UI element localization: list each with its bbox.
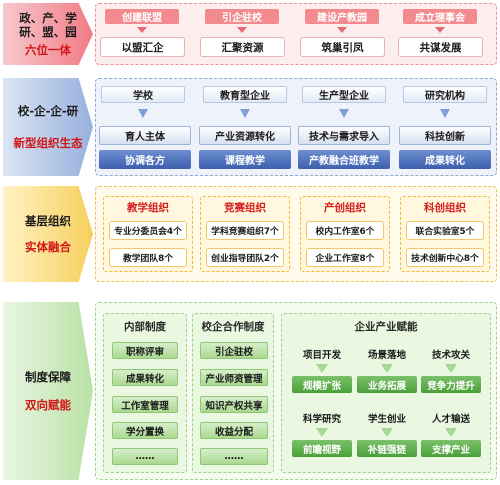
industry-header: 项目开发 [296,345,348,362]
internal-system-title: 内部制度 [124,321,166,333]
r2-bottom-0: 协调各方 [99,150,191,169]
r3-item: 学科竞赛组织7个 [206,221,284,240]
r1-bottom-3: 共谋发展 [398,37,483,57]
internal-item: …… [112,448,178,465]
tier-3-title: 基层组织 [25,214,71,228]
r1-top-0: 创建联盟 [105,9,179,24]
industry-output: 竞争力提升 [421,376,481,393]
r1-top-1: 引企驻校 [205,9,279,24]
r2-mid-1: 产业资源转化 [199,126,291,145]
coop-item: 产业师资管理 [200,369,268,386]
internal-item: 成果转化 [112,369,178,386]
tier-1-subtitle: 六位一体 [25,43,71,57]
r3-item: 创业指导团队2个 [206,248,284,267]
industry-output: 前瞻视野 [292,440,352,457]
r2-bottom-1: 课程教学 [199,150,291,169]
r2-bottom-2: 产教融合班教学 [298,150,390,169]
tier-4-title: 制度保障 [25,370,71,384]
r2-mid-0: 育人主体 [99,126,191,145]
coop-system-title: 校企合作制度 [201,321,265,333]
tier-label-3: 基层组织 实体融合 [3,186,93,282]
r2-top-3: 研究机构 [403,86,487,103]
tier-4-subtitle: 双向赋能 [25,398,71,412]
coop-system-column: 校企合作制度 引企驻校 产业师资管理 知识产权共享 收益分配 …… [192,313,274,473]
industry-arrow [445,428,457,437]
industry-arrow [381,364,393,373]
internal-item: 学分置换 [112,422,178,439]
r2-arrow-3 [440,109,450,118]
tier-label-2: 校-企-企-研 新型组织生态 [3,78,93,176]
coop-item: 引企驻校 [200,342,268,359]
internal-item: 工作室管理 [112,396,178,413]
r2-bottom-3: 成果转化 [399,150,491,169]
r1-top-2: 建设产教园 [305,9,379,24]
r1-arrow-1 [237,27,247,33]
r3-card-title: 科创组织 [424,202,466,214]
r1-arrow-0 [137,27,147,33]
r3-item: 教学团队8个 [109,248,187,267]
r3-item: 企业工作室8个 [306,248,384,267]
r2-mid-2: 技术与需求导入 [298,126,390,145]
r3-item: 专业分委员会4个 [109,221,187,240]
r2-arrow-1 [240,109,250,118]
r2-mid-3: 科技创新 [399,126,491,145]
r3-card-title: 产创组织 [324,202,366,214]
industry-output: 支撑产业 [421,440,481,457]
industry-output: 业务拓展 [357,376,417,393]
coop-item: …… [200,448,268,465]
r3-card-title: 竞赛组织 [224,202,266,214]
r2-arrow-0 [138,109,148,118]
r1-arrow-3 [435,27,445,33]
industry-arrow [445,364,457,373]
r3-item: 校内工作室6个 [306,221,384,240]
r3-card-title: 教学组织 [127,202,169,214]
coop-item: 知识产权共享 [200,396,268,413]
industry-header: 学生创业 [361,409,413,426]
r3-item: 联合实验室5个 [406,221,484,240]
r1-bottom-2: 筑巢引凤 [300,37,385,57]
tier-label-1: 政、产、学 研、盟、园 六位一体 [3,3,93,65]
r3-item: 技术创新中心8个 [406,248,484,267]
r3-card-competition: 竞赛组织 学科竞赛组织7个 创业指导团队2个 [200,196,290,272]
r3-card-teaching: 教学组织 专业分委员会4个 教学团队8个 [103,196,193,272]
r3-card-industry: 产创组织 校内工作室6个 企业工作室8个 [300,196,390,272]
r2-top-1: 教育型企业 [203,86,287,103]
tier-3-subtitle: 实体融合 [25,240,71,254]
internal-item: 职称评审 [112,342,178,359]
tier-2-subtitle: 新型组织生态 [13,136,83,150]
industry-arrow [316,428,328,437]
coop-item: 收益分配 [200,422,268,439]
industry-arrow [381,428,393,437]
tier-1-line1: 政、产、学 [19,11,77,25]
r1-arrow-2 [337,27,347,33]
r2-arrow-2 [339,109,349,118]
industry-header: 科学研究 [296,409,348,426]
tier-2-title: 校-企-企-研 [17,104,79,118]
tier-label-4: 制度保障 双向赋能 [3,302,93,480]
r1-bottom-1: 汇聚资源 [200,37,285,57]
industry-output: 规模扩张 [292,376,352,393]
tier-1-line1b: 研、盟、园 [19,25,77,39]
industry-output: 补链强链 [357,440,417,457]
industry-header: 人才输送 [425,409,477,426]
r1-top-3: 成立理事会 [403,9,477,24]
industry-header: 技术攻关 [425,345,477,362]
industry-header: 场景落地 [361,345,413,362]
r1-bottom-0: 以盟汇企 [100,37,185,57]
industry-arrow [316,364,328,373]
r3-card-research: 科创组织 联合实验室5个 技术创新中心8个 [400,196,490,272]
industry-empowerment-title: 企业产业赋能 [354,321,418,333]
internal-system-column: 内部制度 职称评审 成果转化 工作室管理 学分置换 …… [103,313,187,473]
r2-top-0: 学校 [101,86,185,103]
r2-top-2: 生产型企业 [302,86,386,103]
